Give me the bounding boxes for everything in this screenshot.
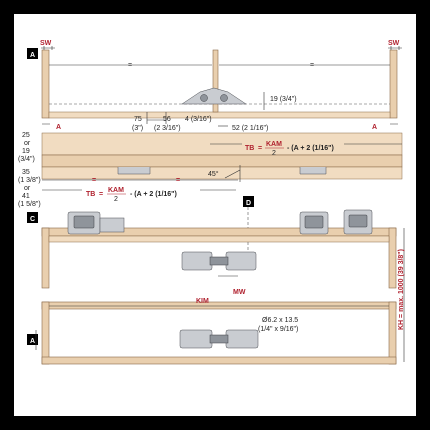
lower-frame-top <box>41 301 397 310</box>
door-edge <box>41 154 403 168</box>
section-label-c-box <box>27 212 38 223</box>
sw-label-right: SW <box>388 40 400 47</box>
hole-label: Ø6.2 x 13.5 <box>262 317 298 324</box>
dim-41-in: (1 5/8") <box>18 201 41 208</box>
angle-line <box>224 169 241 179</box>
dim-52: 52 (2 1/16") <box>232 125 268 132</box>
cabinet-back-panel <box>48 111 391 119</box>
cabinet-right-rail <box>388 227 397 289</box>
kh-label: KH = max. 1000 (39 3/8") <box>398 249 405 330</box>
a-marker-right: A <box>372 124 377 131</box>
angle-45: 45° <box>208 170 219 178</box>
eq-right: = <box>310 62 314 69</box>
dim-41: 41 <box>22 193 30 200</box>
door-top-edge <box>48 235 390 243</box>
section-label-a2-box <box>27 334 38 345</box>
kim-label: KIM <box>196 298 209 305</box>
two-lower: 2 <box>114 196 118 203</box>
dim-56-in: (2 3/16") <box>154 125 181 132</box>
dim-4: 4 (3/16") <box>185 116 212 123</box>
handle-recess-right <box>299 167 327 175</box>
tb-lower: TB <box>86 191 95 198</box>
carriage-left <box>67 211 125 235</box>
minus-upper: - (A + 2 (1/16") <box>287 145 334 152</box>
section-label-c: C <box>30 216 35 223</box>
dim-75: 75 <box>134 116 142 123</box>
section-c-front: C D MW KH = max. 1000 (3 <box>27 196 405 362</box>
cabinet-side-right <box>389 49 398 119</box>
section-label-a2: A <box>30 338 35 345</box>
sw-dim-left <box>41 46 55 50</box>
dim-75-in: (3") <box>132 125 143 132</box>
dim-75-56 <box>146 112 167 124</box>
sw-dim-right <box>388 46 402 50</box>
fitting-roller-right <box>220 94 228 102</box>
center-fitting <box>181 87 247 105</box>
kam-lower: KAM <box>108 187 124 194</box>
section-door-profile: 25 or 19 (3/4") 35 (1 3/8") or 41 (1 5/8… <box>18 132 403 208</box>
tb-upper-eq: = <box>258 145 262 152</box>
section-label-d: D <box>246 200 251 207</box>
minus-lower: - (A + 2 (1/16") <box>130 191 177 198</box>
door-gap-center <box>212 49 219 113</box>
handle-recess-left <box>117 167 151 175</box>
connector-middle <box>181 251 257 271</box>
kam-upper: KAM <box>266 141 282 148</box>
mw-label: MW <box>233 289 246 296</box>
or-1: or <box>24 140 31 147</box>
fitting-roller-left <box>200 94 208 102</box>
eq-left: = <box>128 62 132 69</box>
hole-label-in: (1/4" x 9/16") <box>258 326 298 333</box>
dim-19: 19 (3/4") <box>270 96 297 103</box>
section-a-bottom: A KIM Ø6.2 x 13.5 (1/4" x 9/16") <box>27 298 397 365</box>
tb-lower-eq: = <box>99 191 103 198</box>
cabinet-side-left <box>41 49 50 119</box>
lower-frame-bottom <box>41 356 397 365</box>
bottom-guide <box>179 329 259 349</box>
dim-35-in: (1 3/8") <box>18 177 41 184</box>
carriage-right <box>299 209 373 235</box>
section-label-a: A <box>30 52 35 59</box>
lower-frame-right <box>388 301 397 365</box>
dim-19b: 19 <box>22 148 30 155</box>
dim-19b-in: (3/4") <box>18 156 35 163</box>
eq-1: = <box>92 177 96 184</box>
or-2: or <box>24 185 31 192</box>
section-label-d-box <box>243 196 254 207</box>
lower-frame-left <box>41 301 50 365</box>
section-a-top: A SW SW = = 75 (3") 56 (2 3/16") 4 (3/16… <box>27 40 402 132</box>
dim-35: 35 <box>22 169 30 176</box>
dim-56: 56 <box>163 116 171 123</box>
dim-25: 25 <box>22 132 30 139</box>
section-label-a-box <box>27 48 38 59</box>
a-marker-left: A <box>56 124 61 131</box>
cabinet-left-rail <box>41 227 50 289</box>
tb-upper: TB <box>245 145 254 152</box>
two-upper: 2 <box>272 150 276 157</box>
eq-2: = <box>176 177 180 184</box>
sw-label-left: SW <box>40 40 52 47</box>
